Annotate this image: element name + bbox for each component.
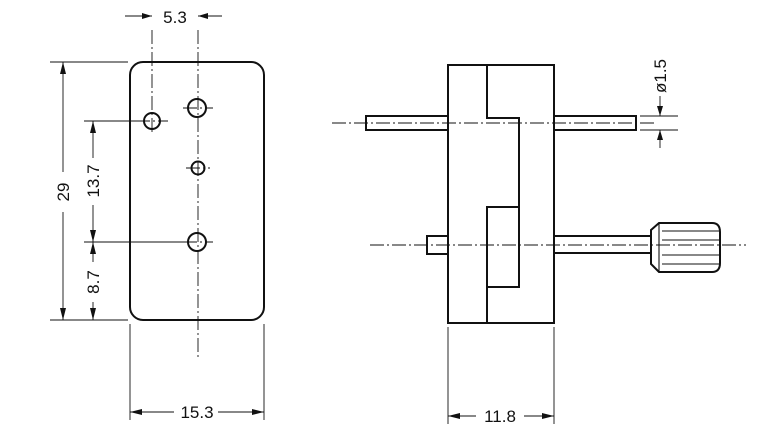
front-plate-outline [129,61,265,321]
knurled-knob [650,222,721,273]
side-view [332,64,746,324]
side-lower-block [486,206,519,287]
dim-side-width-label: 11.8 [484,407,516,426]
dim-hole-spacing: 13.7 [84,120,185,243]
dim-hole-bottom: 8.7 [84,242,103,320]
dim-height-label: 29 [54,183,73,202]
front-view [129,30,265,358]
dim-height: 29 [50,61,128,321]
side-inner-profile [486,65,520,323]
dim-hole-offset: 5.3 [125,8,222,27]
dim-shaft-diameter-label: ø1.5 [651,59,670,93]
side-body-outline [447,64,555,324]
dim-plate-width: 15.3 [129,324,265,422]
dim-plate-width-label: 15.3 [180,403,213,422]
dim-hole-spacing-label: 13.7 [84,164,103,197]
lower-shaft-right [553,235,652,254]
dim-hole-offset-label: 5.3 [163,8,187,27]
dim-shaft-diameter: ø1.5 [640,59,678,148]
dim-side-width: 11.8 [447,327,555,426]
dim-hole-bottom-label: 8.7 [84,270,103,294]
